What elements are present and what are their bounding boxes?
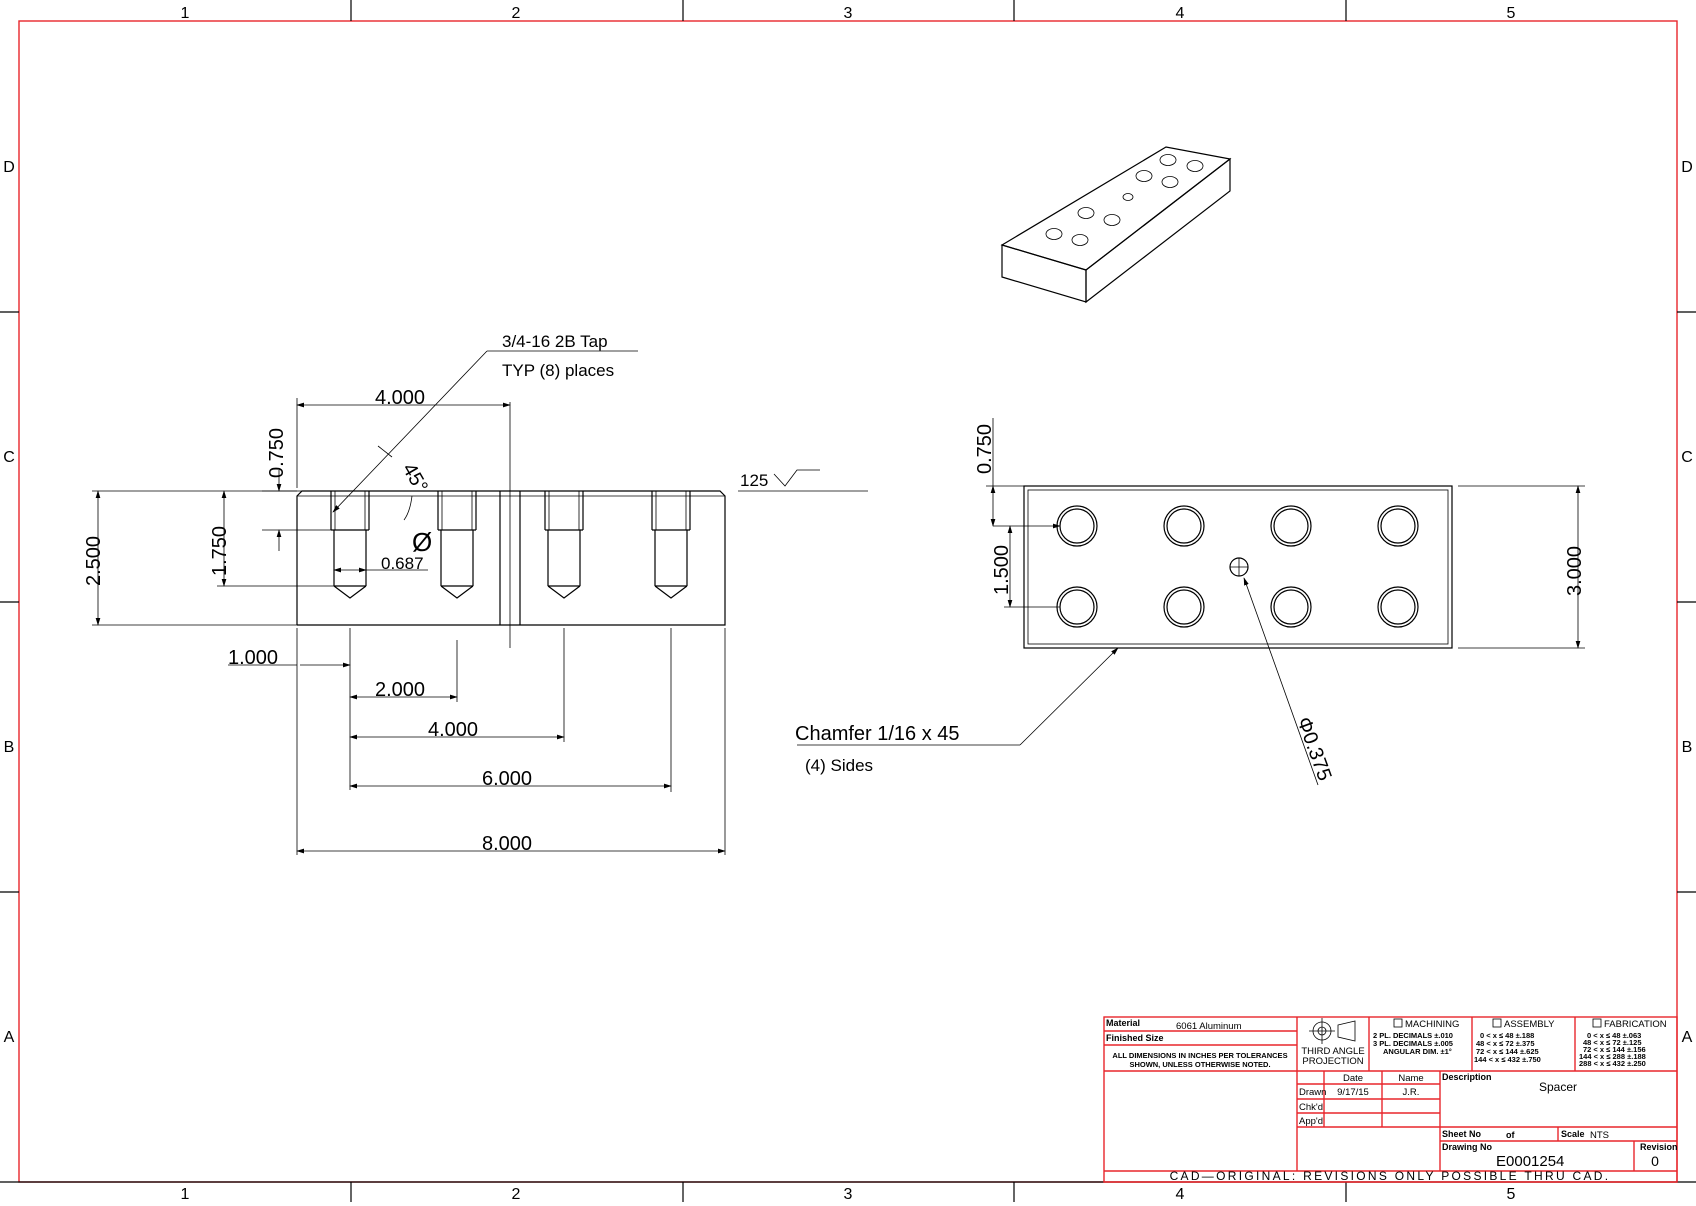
- description-label: Description: [1442, 1072, 1492, 1082]
- assembly-tolerance-1: 0 < x ≤ 48 ±.188: [1480, 1031, 1534, 1040]
- revision-label: Revision: [1640, 1142, 1678, 1152]
- zone-col-2-bottom: 2: [512, 1186, 521, 1203]
- projection-symbol-icon: [1309, 1018, 1356, 1044]
- dim-counterbore-depth: 0.750: [266, 428, 288, 478]
- dimensions-note-line1: ALL DIMENSIONS IN INCHES PER TOLERANCES: [1112, 1051, 1287, 1060]
- chamfer-note: Chamfer 1/16 x 45: [795, 723, 960, 745]
- top-view-hole-pattern: [1056, 505, 1419, 628]
- assembly-checkbox[interactable]: [1492, 1018, 1502, 1028]
- dim-overall-height: 2.500: [83, 536, 105, 586]
- material-label: Material: [1106, 1018, 1140, 1028]
- dim-row-spacing: 1.500: [991, 545, 1013, 595]
- material-value: 6061 Aluminum: [1176, 1021, 1242, 1032]
- zone-row-b-right: B: [1682, 739, 1693, 756]
- scale-value: NTS: [1590, 1130, 1609, 1141]
- zone-row-b-left: B: [4, 739, 15, 756]
- assembly-tolerance-2: 48 < x ≤ 72 ±.375: [1476, 1039, 1534, 1048]
- dim-overall-length: 8.000: [482, 833, 532, 855]
- machining-checkbox[interactable]: [1393, 1018, 1403, 1028]
- tap-quantity-note: TYP (8) places: [502, 361, 614, 380]
- machining-tolerance-3: ANGULAR DIM. ±1°: [1383, 1047, 1452, 1056]
- zone-row-c-left: C: [3, 449, 15, 466]
- tapped-hole-2: [437, 491, 477, 599]
- zone-col-4-top: 4: [1176, 5, 1185, 22]
- fabrication-tolerance-4: 144 < x ≤ 288 ±.188: [1579, 1052, 1646, 1061]
- description-value: Spacer: [1539, 1080, 1577, 1094]
- checked-label: Chk'd: [1299, 1102, 1323, 1113]
- dim-edge-to-first-hole: 1.000: [228, 647, 278, 669]
- zone-col-2-top: 2: [512, 5, 521, 22]
- chamfer-sides-note: (4) Sides: [805, 756, 873, 775]
- drawing-no-label: Drawing No: [1442, 1142, 1493, 1152]
- tapped-hole-3: [544, 491, 584, 599]
- drawn-name: J.R.: [1403, 1087, 1420, 1098]
- approved-label: App'd: [1299, 1116, 1323, 1127]
- zone-col-3-bottom: 3: [844, 1186, 853, 1203]
- name-column-header: Name: [1398, 1073, 1423, 1084]
- cad-revision-note: CAD—ORIGINAL: REVISIONS ONLY POSSIBLE TH…: [1170, 1169, 1611, 1183]
- center-hole-diameter: Φ0.375: [1292, 714, 1335, 784]
- drawing-no-value: E0001254: [1496, 1153, 1564, 1170]
- tap-callout: 3/4-16 2B Tap: [502, 332, 608, 351]
- zone-col-1-bottom: 1: [181, 1186, 190, 1203]
- dim-edge-offset: 0.750: [974, 424, 996, 474]
- dim-hole-pitch-1: 2.000: [375, 679, 425, 701]
- fabrication-tolerance-1: 0 < x ≤ 48 ±.063: [1587, 1031, 1641, 1040]
- drawn-label: Drawn: [1299, 1087, 1326, 1098]
- zone-col-3-top: 3: [844, 5, 853, 22]
- assembly-tolerance-4: 144 < x ≤ 432 ±.750: [1474, 1055, 1541, 1064]
- machining-tolerance-2: 3 PL. DECIMALS ±.005: [1373, 1039, 1453, 1048]
- fabrication-checkbox[interactable]: [1592, 1018, 1602, 1028]
- zone-row-d-right: D: [1681, 159, 1693, 176]
- zone-col-4-bottom: 4: [1176, 1186, 1185, 1203]
- fabrication-tolerance-2: 48 < x ≤ 72 ±.125: [1583, 1038, 1641, 1047]
- zone-row-a-left: A: [4, 1029, 15, 1046]
- zone-labels: 1 2 3 4 5 1 2 3 4 5 D C B A D C B A: [3, 5, 1693, 1203]
- dimensions-note-line2: SHOWN, UNLESS OTHERWISE NOTED.: [1129, 1060, 1270, 1069]
- zone-col-5-bottom: 5: [1507, 1186, 1516, 1203]
- surface-finish-value: 125: [740, 471, 768, 490]
- assembly-tolerance-3: 72 < x ≤ 144 ±.625: [1476, 1047, 1539, 1056]
- machining-tolerance-1: 2 PL. DECIMALS ±.010: [1373, 1031, 1453, 1040]
- dim-overall-width: 3.000: [1564, 546, 1586, 596]
- fabrication-tolerance-3: 72 < x ≤ 144 ±.156: [1583, 1045, 1646, 1054]
- zone-row-c-right: C: [1681, 449, 1693, 466]
- assembly-label: ASSEMBLY: [1504, 1019, 1555, 1030]
- sheet-no-label: Sheet No: [1442, 1129, 1482, 1139]
- tapped-hole-4: [651, 491, 691, 599]
- diameter-symbol: Ø: [412, 527, 432, 557]
- dim-tap-diameter: 0.687: [381, 554, 424, 573]
- dim-hole-pitch-3: 6.000: [482, 768, 532, 790]
- title-block: Material 6061 Aluminum Finished Size ALL…: [1103, 1016, 1678, 1183]
- dim-top-length: 4.000: [375, 387, 425, 409]
- drawn-date: 9/17/15: [1337, 1087, 1369, 1098]
- fabrication-label: FABRICATION: [1604, 1019, 1667, 1030]
- revision-value: 0: [1651, 1153, 1659, 1169]
- tapped-hole-1: [330, 491, 370, 599]
- dim-tap-depth: 1.750: [209, 526, 231, 576]
- machining-label: MACHINING: [1405, 1019, 1459, 1030]
- projection-label-line2: PROJECTION: [1302, 1056, 1363, 1067]
- projection-label-line1: THIRD ANGLE: [1301, 1046, 1364, 1057]
- front-view: 3/4-16 2B Tap TYP (8) places 4.000 0.750…: [83, 332, 868, 855]
- fabrication-tolerance-5: 288 < x ≤ 432 ±.250: [1579, 1059, 1646, 1068]
- sheet-of-label: of: [1506, 1130, 1515, 1140]
- scale-label: Scale: [1561, 1129, 1585, 1139]
- dim-hole-pitch-2: 4.000: [428, 719, 478, 741]
- top-view: 0.750 1.500 3.000 Chamfer 1/16 x 45 (4) …: [795, 418, 1586, 786]
- finished-size-label: Finished Size: [1106, 1033, 1164, 1043]
- surface-finish-symbol: 125: [738, 469, 868, 492]
- isometric-view: [1000, 146, 1232, 304]
- zone-col-1-top: 1: [181, 5, 190, 22]
- zone-row-d-left: D: [3, 159, 15, 176]
- zone-col-5-top: 5: [1507, 5, 1516, 22]
- iso-hole-pattern: [1045, 154, 1204, 246]
- date-column-header: Date: [1343, 1073, 1363, 1084]
- zone-row-a-right: A: [1682, 1029, 1693, 1046]
